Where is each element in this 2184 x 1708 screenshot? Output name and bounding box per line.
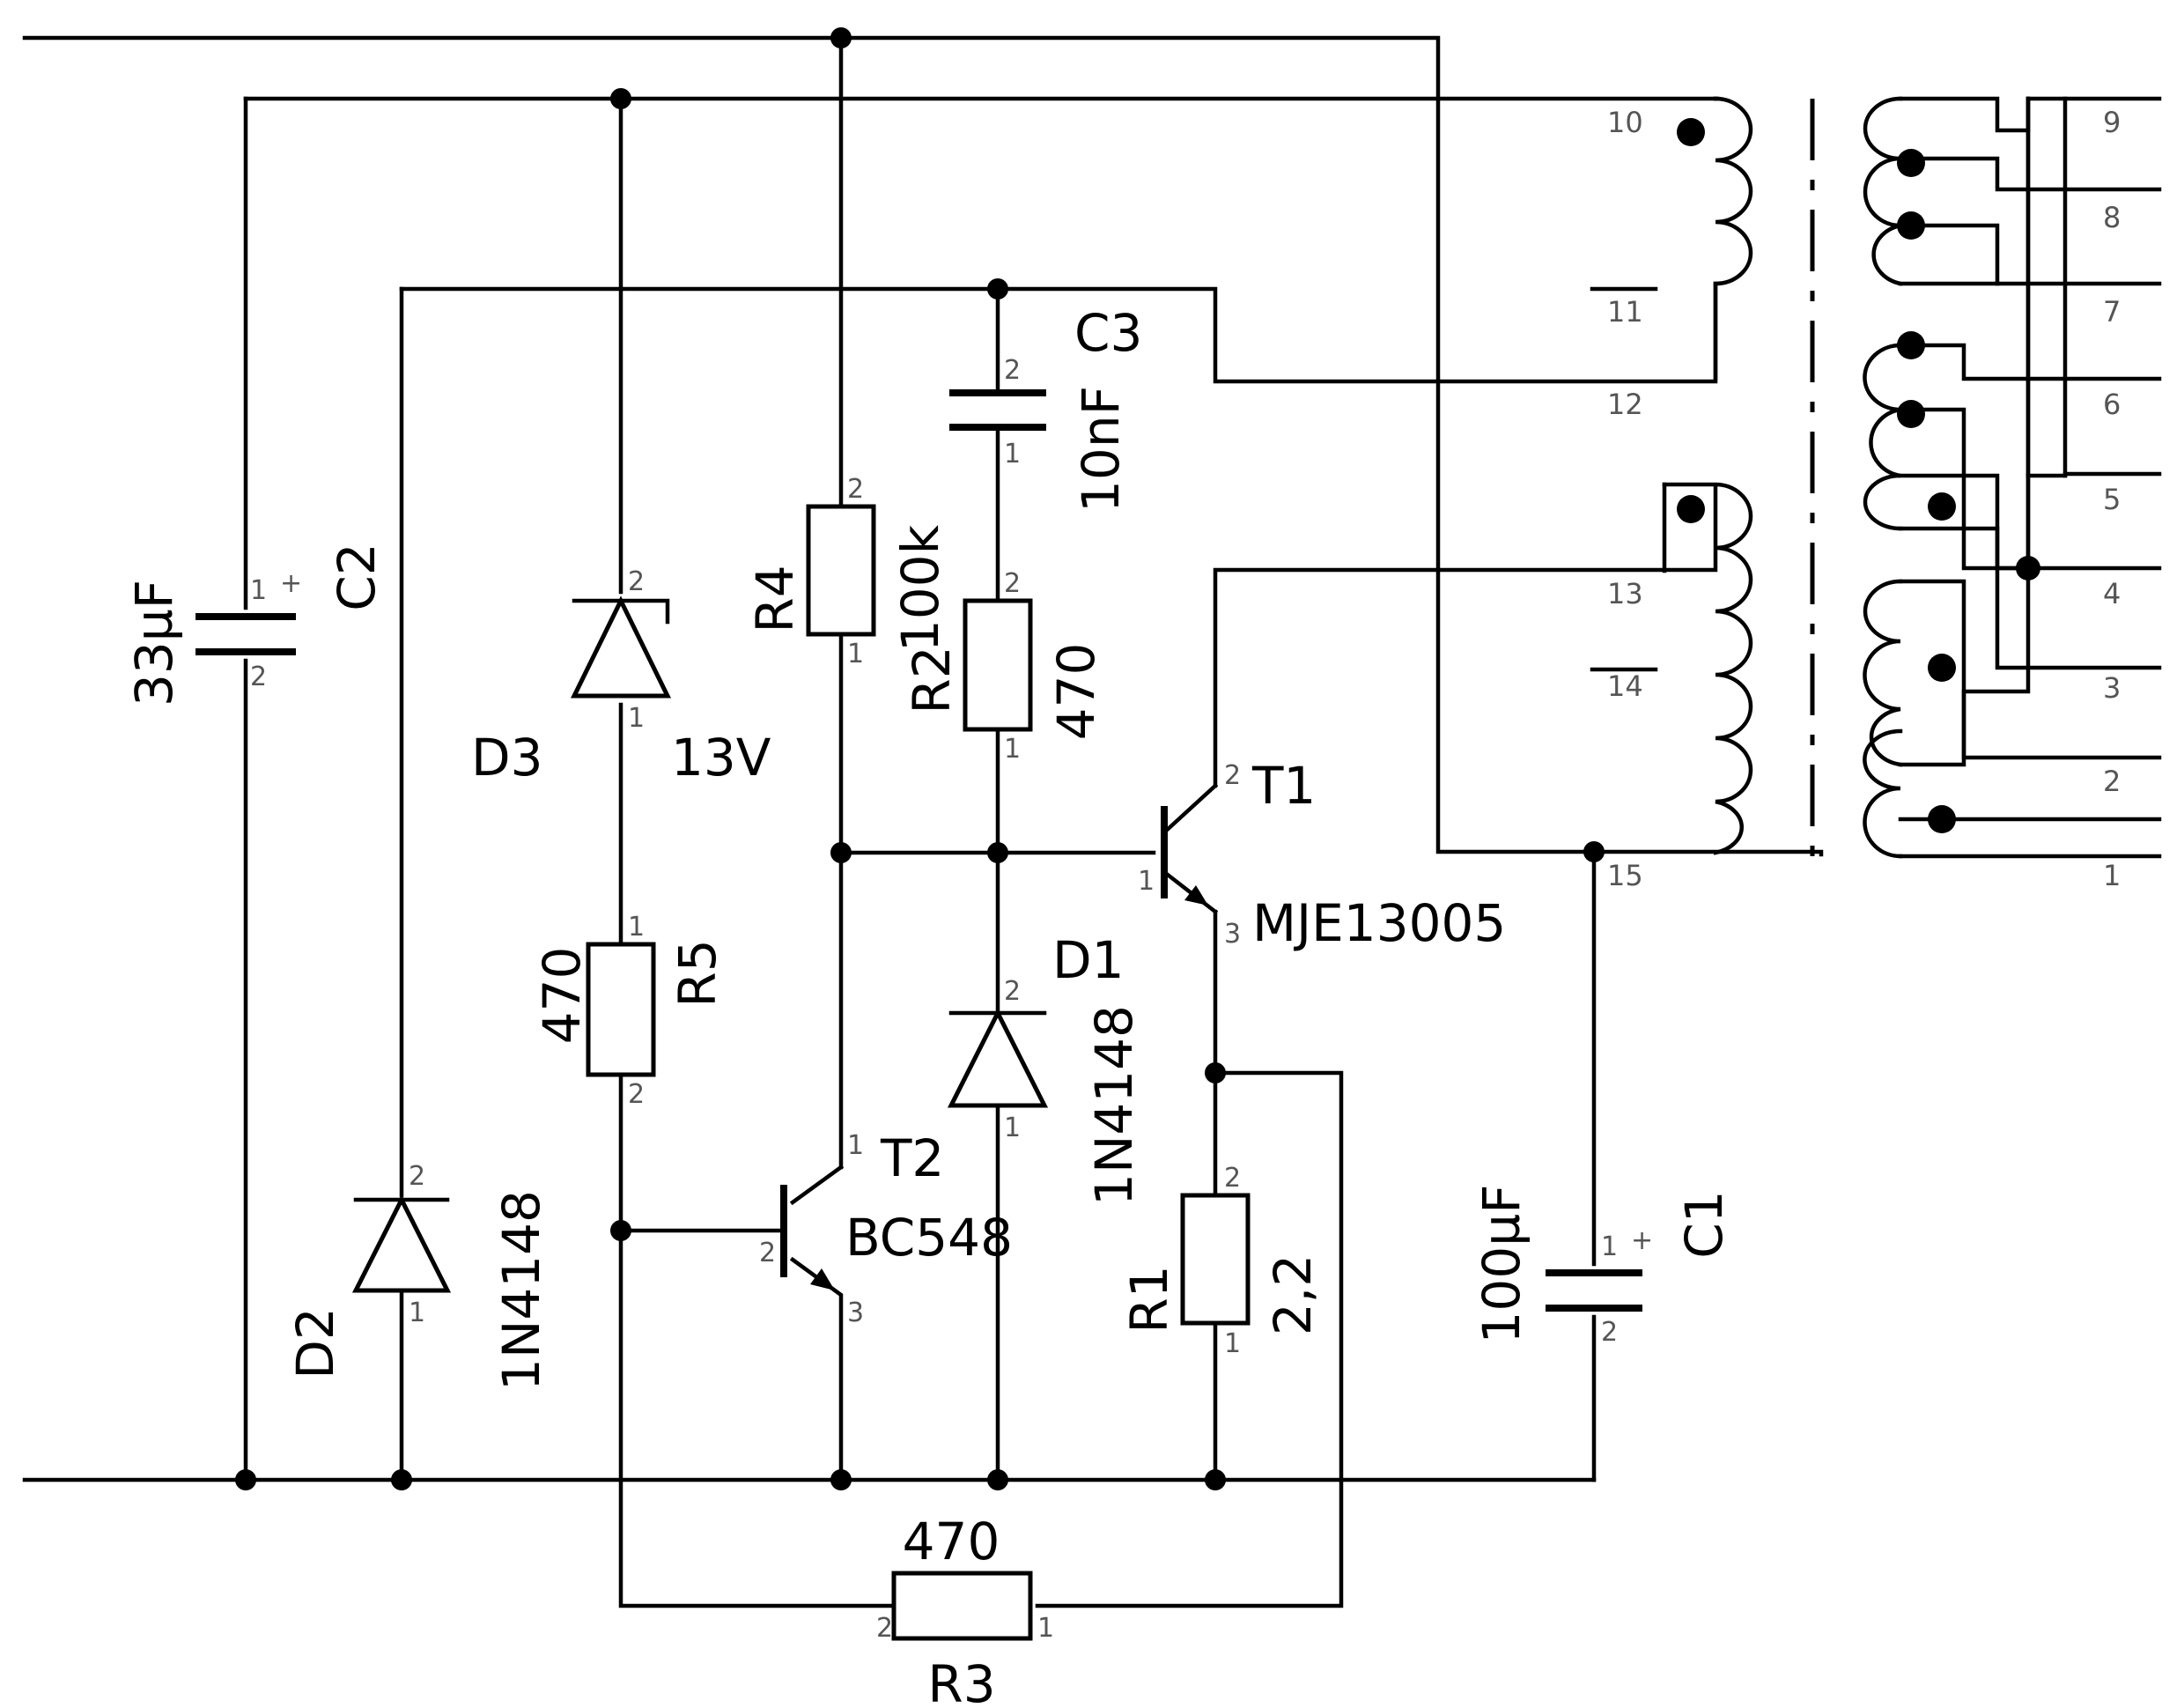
svg-text:2: 2	[759, 1238, 776, 1268]
svg-text:1: 1	[1037, 1613, 1054, 1644]
c1-value: 100µF	[1472, 1185, 1531, 1344]
r4-value: 100k	[890, 524, 950, 652]
svg-text:2: 2	[250, 662, 267, 692]
r2-ref: R2	[902, 646, 962, 714]
svg-text:7: 7	[2103, 295, 2121, 329]
c3-value: 10nF	[1071, 386, 1131, 513]
t2-ref: T2	[880, 1128, 944, 1188]
svg-text:+: +	[1631, 1225, 1653, 1256]
diode-d1: 2 1 D1 1N4148	[947, 930, 1144, 1206]
r1-ref: R1	[1119, 1265, 1179, 1333]
svg-text:1: 1	[409, 1298, 425, 1328]
resistor-r3: 2 1 470 R3	[876, 1512, 1054, 1708]
svg-text:1: 1	[1004, 734, 1021, 765]
resistor-r1: 2 1 R1 2,2	[1119, 1163, 1323, 1359]
svg-text:1: 1	[1004, 439, 1021, 470]
r4-ref: R4	[745, 565, 805, 632]
transistor-t1: 2 1 3 T1 MJE13005	[1138, 756, 1506, 953]
svg-text:8: 8	[2103, 201, 2121, 234]
svg-text:2: 2	[1004, 568, 1021, 599]
svg-text:1: 1	[1138, 866, 1155, 897]
t2-value: BC548	[845, 1208, 1013, 1268]
svg-text:1: 1	[628, 703, 645, 734]
svg-text:2: 2	[1601, 1317, 1618, 1348]
svg-text:2: 2	[1004, 355, 1021, 386]
svg-text:1: 1	[847, 1130, 864, 1161]
d3-ref: D3	[471, 728, 543, 787]
capacitor-c3: 2 1 C3 10nF	[949, 303, 1142, 513]
r5-ref: R5	[668, 939, 727, 1007]
svg-text:3: 3	[847, 1298, 864, 1328]
svg-text:2: 2	[1224, 760, 1241, 791]
svg-text:2: 2	[1004, 976, 1021, 1007]
svg-text:13: 13	[1607, 577, 1643, 610]
t1-value: MJE13005	[1252, 893, 1506, 953]
r3-ref: R3	[927, 1654, 995, 1708]
svg-text:1: 1	[847, 639, 864, 669]
svg-text:9: 9	[2103, 106, 2121, 139]
svg-text:+: +	[280, 568, 302, 599]
svg-text:5: 5	[2103, 483, 2121, 516]
c1-ref: C1	[1674, 1190, 1734, 1258]
r2-value: 470	[1046, 643, 1106, 741]
r1-value: 2,2	[1263, 1254, 1323, 1335]
svg-text:2: 2	[1224, 1163, 1241, 1194]
svg-text:2: 2	[2103, 765, 2121, 798]
r5-value: 470	[532, 947, 592, 1045]
t1-ref: T1	[1251, 756, 1316, 816]
svg-text:1: 1	[628, 912, 645, 943]
capacitor-c2: 1 + 2 33µF C2	[124, 543, 387, 706]
svg-text:4: 4	[2103, 577, 2121, 610]
r3-value: 470	[903, 1512, 1000, 1571]
wires	[22, 35, 2162, 1608]
c2-ref: C2	[327, 543, 387, 610]
resistor-r5: 1 2 470 R5	[532, 912, 727, 1110]
svg-text:10: 10	[1607, 106, 1643, 139]
svg-text:14: 14	[1607, 669, 1643, 703]
resistor-r4: 2 1 R4 100k	[745, 474, 950, 669]
svg-text:2: 2	[847, 474, 864, 505]
capacitor-c1: 1 + 2 100µF C1	[1472, 1185, 1734, 1348]
zener-diode-d3: 2 1 D3 13V	[471, 566, 771, 787]
d2-value: 1N4148	[491, 1190, 551, 1391]
svg-text:1: 1	[1224, 1328, 1241, 1359]
svg-text:3: 3	[2103, 671, 2121, 705]
c2-value: 33µF	[124, 580, 184, 706]
c3-ref: C3	[1074, 303, 1142, 363]
transformer-primary: 10 11 12 13 14 15	[1590, 96, 1753, 892]
svg-text:1: 1	[250, 575, 267, 606]
svg-text:2: 2	[409, 1161, 425, 1192]
svg-text:1: 1	[1601, 1231, 1618, 1262]
diode-d2: 2 1 D2 1N4148	[285, 1161, 551, 1391]
svg-text:1: 1	[2103, 859, 2121, 892]
transistor-t2: 1 2 3 T2 BC548	[759, 1128, 1013, 1328]
resistor-r2: 2 1 R2 470	[902, 568, 1106, 765]
junctions	[235, 27, 2040, 1490]
transformer-secondary: 9 8 7 6 5 4 3 2 1	[1863, 96, 2121, 892]
svg-text:11: 11	[1607, 295, 1643, 329]
svg-text:12: 12	[1607, 388, 1643, 421]
svg-text:2: 2	[876, 1613, 893, 1644]
d2-ref: D2	[285, 1307, 345, 1379]
svg-text:1: 1	[1004, 1113, 1021, 1143]
svg-text:2: 2	[628, 1079, 645, 1110]
d3-value: 13V	[671, 728, 771, 787]
svg-text:2: 2	[628, 566, 645, 597]
d1-value: 1N4148	[1084, 1005, 1144, 1206]
svg-text:15: 15	[1607, 859, 1643, 892]
svg-text:6: 6	[2103, 388, 2121, 421]
svg-text:3: 3	[1224, 919, 1241, 950]
d1-ref: D1	[1052, 930, 1125, 990]
